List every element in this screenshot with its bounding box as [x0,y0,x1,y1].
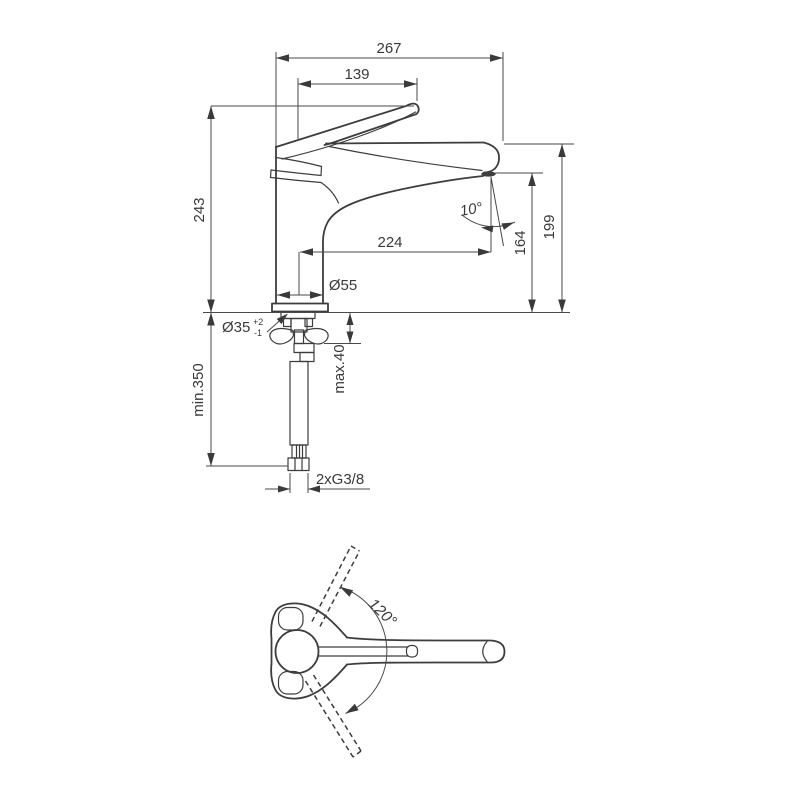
handle-base-lip [275,156,323,168]
faucet-top-view: 120° [270,545,506,758]
arrowhead [345,703,359,714]
jet-direction-line [490,176,504,247]
cartridge-seam-left-cap [269,169,272,179]
mounting-bracket-right-wing [303,327,329,345]
spout-tip-outline [482,141,500,174]
hose-collar-ribs [295,444,304,459]
spout-end-cap [482,639,506,664]
arrowhead [207,312,215,326]
dim-jet-angle-10: 10° [459,176,516,247]
swivel-arc [339,586,388,714]
hose-nut-facets [294,457,303,472]
base-plate [271,302,329,313]
handle-lever-inner-edge [281,111,417,160]
cartridge-seam-right-tick [320,165,323,177]
braided-supply-hose [289,360,309,446]
dim-label-handle-swivel-angle: 120° [365,596,400,631]
spout-underside-and-column [322,175,484,305]
dim-min-hose-clearance-350: min.350 [190,312,288,467]
dim-label-spout-top-height: 199 [541,214,558,239]
arrowhead [346,313,354,325]
handle-position-lower-dashed [304,674,362,758]
spout-top-view-upper-edge [346,636,484,642]
mounting-hardware [269,310,329,472]
dim-overall-height-243: 243 [191,105,414,313]
dimensions-side-view: 267 139 243 min.350 22 [190,40,574,493]
arrowhead [207,299,215,313]
washer-tab-right [304,317,314,328]
arrowhead [340,587,354,597]
dim-mounting-hole-35: Ø35 +2 -1 [222,313,288,338]
dim-label-handle-reach: 139 [344,66,369,83]
arrowhead [310,291,323,299]
body-front-bulge [320,181,340,204]
cartridge-seam-bottom [270,176,322,184]
dim-label-overall-reach: 267 [376,40,401,57]
dim-label-min-hose-clearance: min.350 [190,363,207,416]
dim-max-deck-thickness-40: max.40 [324,313,361,394]
dim-supply-connection-g38: 2xG3/8 [265,471,370,493]
arrowhead [207,453,215,466]
hose-fitting-step-1 [293,342,315,354]
arrowhead [276,54,289,62]
arrowhead [278,485,290,493]
dim-spout-reach-224: 224 [298,177,492,295]
arrowhead [300,248,313,256]
dim-spout-top-height-199: 199 [504,143,574,313]
hose-fitting-step-2 [299,351,315,363]
dim-label-max-deck-thickness: max.40 [331,344,348,393]
arrowhead [308,485,320,493]
aerator-arc-top-view [482,640,488,663]
arrowhead [207,106,215,119]
spout-top-edge [325,141,485,145]
hose-hex-nut [287,457,310,472]
arrowhead [298,80,311,88]
dim-handle-reach-139: 139 [297,66,418,139]
arrowhead [558,299,566,313]
dim-label-hole-tol-plus: +2 [253,317,263,327]
cartridge-seam-top [270,169,322,177]
arrowhead [478,248,491,256]
dim-label-spout-outlet-height: 164 [512,230,529,255]
faucet-side-view [269,102,500,313]
escutcheon-hole-top [277,606,304,631]
dim-overall-reach-267: 267 [275,40,504,146]
arrowhead [528,299,536,313]
escutcheon-outline [270,602,348,700]
dim-handle-swivel-120: 120° [339,586,400,714]
dim-spout-outlet-height-164: 164 [495,172,543,313]
threaded-shank [290,317,308,333]
handle-slot-end-cap [405,644,419,658]
arrowhead [276,313,288,325]
aerator [481,171,496,177]
arrowhead [501,222,514,230]
dim-label-base-diameter: Ø55 [329,277,357,294]
dim-label-overall-height: 243 [191,197,208,222]
dim-label-jet-angle: 10° [459,199,484,220]
arrowhead [490,54,503,62]
dim-label-spout-reach: 224 [377,234,402,251]
arrowhead [558,144,566,157]
spout-top-view-lower-edge [346,661,484,666]
arrowhead [481,225,494,233]
dim-label-mounting-hole-diameter: Ø35 [222,319,250,336]
arrowhead [277,291,290,299]
body-column-circle [274,629,320,674]
arrowhead [404,80,417,88]
dim-label-hole-tol-minus: -1 [254,328,262,338]
handle-position-upper-dashed [311,545,361,627]
dim-base-diameter-55: Ø55 [277,277,357,299]
escutcheon-hole-bottom [277,670,304,695]
arrowhead [346,331,354,344]
arrowhead [528,173,536,186]
spout-inner-face-edge [328,145,483,172]
washer-tab-left [282,317,292,328]
mounting-bracket-left-wing [269,327,295,345]
dim-label-supply-connection: 2xG3/8 [316,471,364,488]
